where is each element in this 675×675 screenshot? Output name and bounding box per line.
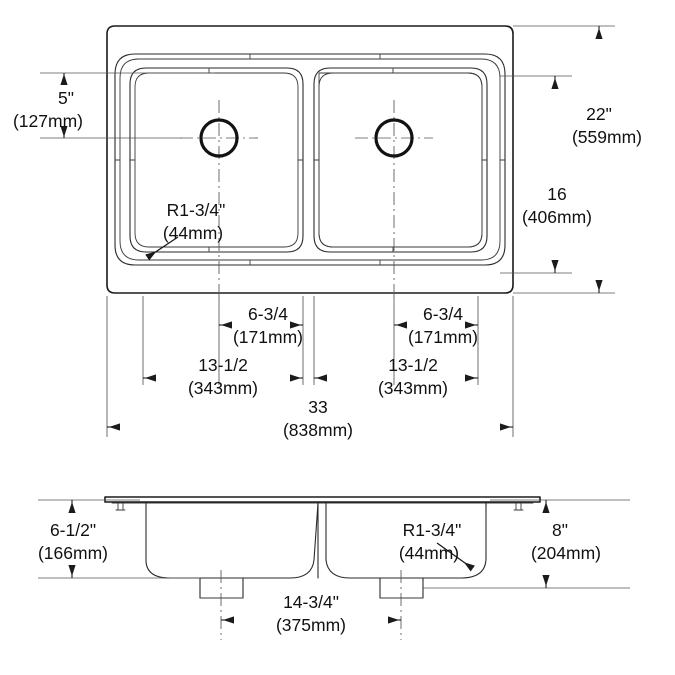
right-drain-hole — [374, 118, 414, 158]
top-view-group: 5" (127mm) 22" (559mm) 16 (406mm) R1-3/4… — [13, 25, 642, 440]
dim-overall-depth: 8" (204mm) — [531, 500, 601, 588]
dim-overall-height-imperial: 22" — [586, 104, 612, 124]
dim-corner-radius-section-imperial: R1-3/4" — [403, 520, 462, 540]
dim-overall-depth-imperial: 8" — [552, 520, 568, 540]
section-right-drain-stub — [379, 577, 424, 599]
right-bowl-outline — [313, 67, 488, 253]
section-right-bowl — [325, 502, 487, 579]
dim-left-drain-offset: 6-3/4 (171mm) — [219, 304, 303, 347]
dim-right-drain-offset-imperial: 6-3/4 — [423, 304, 463, 324]
leader-corner-radius-section: R1-3/4" (44mm) — [399, 520, 475, 572]
dim-bowl-height-imperial: 16 — [547, 184, 566, 204]
left-bowl-outline — [129, 67, 304, 253]
dim-drain-spacing: 14-3/4" (375mm) — [221, 592, 401, 635]
dim-corner-radius-top-imperial: R1-3/4" — [167, 200, 226, 220]
dim-drain-spacing-metric: (375mm) — [276, 615, 346, 635]
section-view-group: 6-1/2" (166mm) 8" (204mm) R1-3/4" (44mm)… — [38, 496, 630, 640]
bottom-extension-lines — [106, 296, 514, 437]
dim-left-bowl-width: 13-1/2 (343mm) — [143, 355, 303, 398]
section-left-drain-stub — [199, 577, 244, 599]
dim-bowl-depth: 6-1/2" (166mm) — [38, 500, 108, 578]
rim-clip-left — [115, 502, 126, 511]
dim-overall-depth-metric: (204mm) — [531, 543, 601, 563]
dim-bowl-height: 16 (406mm) — [522, 76, 592, 273]
dim-left-bowl-width-imperial: 13-1/2 — [198, 355, 248, 375]
bowl-edge-ticks — [114, 53, 506, 266]
dim-bowl-depth-metric: (166mm) — [38, 543, 108, 563]
left-bowl-inner-edge — [134, 72, 299, 248]
dim-drain-spacing-imperial: 14-3/4" — [283, 592, 339, 612]
sink-deck-ledge-inner — [119, 58, 501, 261]
section-left-bowl — [145, 502, 319, 579]
dim-right-bowl-width-imperial: 13-1/2 — [388, 355, 438, 375]
dim-overall-height-metric: (559mm) — [572, 127, 642, 147]
dim-rim-to-drain: 5" (127mm) — [13, 73, 83, 138]
dim-rim-to-drain-imperial: 5" — [58, 88, 74, 108]
dim-overall-height: 22" (559mm) — [572, 26, 642, 293]
dim-overall-width: 33 (838mm) — [107, 397, 513, 440]
dim-bowl-depth-imperial: 6-1/2" — [50, 520, 96, 540]
dim-right-bowl-width-metric: (343mm) — [378, 378, 448, 398]
dim-right-bowl-width: 13-1/2 (343mm) — [314, 355, 478, 398]
right-bowl-inner-edge — [318, 72, 483, 248]
dim-left-drain-offset-imperial: 6-3/4 — [248, 304, 288, 324]
dim-right-drain-offset: 6-3/4 (171mm) — [394, 304, 478, 347]
dim-bowl-height-metric: (406mm) — [522, 207, 592, 227]
sink-deck-ledge-outer — [114, 53, 506, 266]
dim-left-bowl-width-metric: (343mm) — [188, 378, 258, 398]
leader-corner-radius-top: R1-3/4" (44mm) — [145, 200, 226, 261]
rim-clip-right — [513, 502, 524, 511]
dim-overall-width-imperial: 33 — [308, 397, 327, 417]
dim-corner-radius-top-metric: (44mm) — [163, 223, 223, 243]
section-rim-plate — [104, 496, 541, 503]
right-bowl-inner-edge-2 — [318, 72, 483, 248]
dim-overall-width-metric: (838mm) — [283, 420, 353, 440]
dim-right-drain-offset-metric: (171mm) — [408, 327, 478, 347]
dim-corner-radius-section-metric: (44mm) — [399, 543, 459, 563]
left-drain-hole — [199, 118, 239, 158]
dim-left-drain-offset-metric: (171mm) — [233, 327, 303, 347]
sink-outer-rim — [106, 25, 514, 294]
dim-rim-to-drain-metric: (127mm) — [13, 111, 83, 131]
